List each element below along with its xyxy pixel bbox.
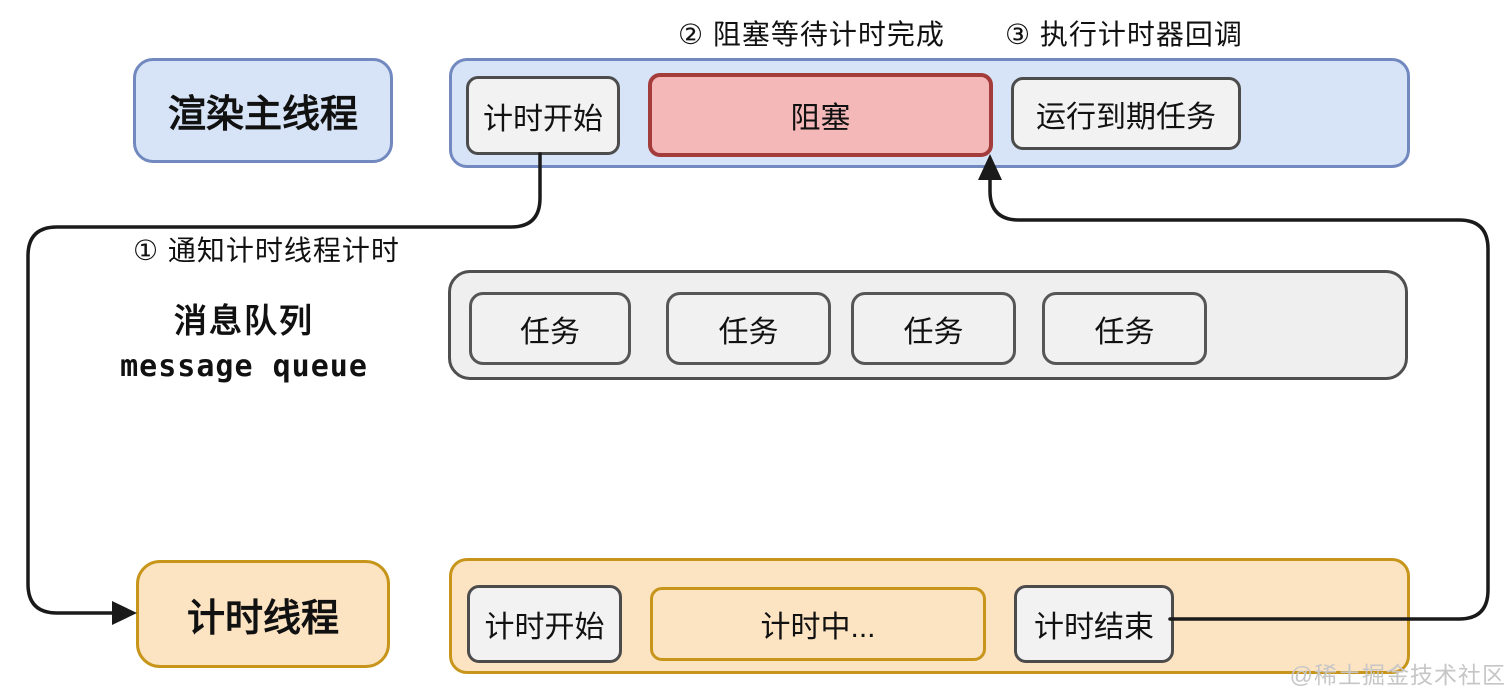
notify-timer-arrowhead-icon	[112, 601, 137, 625]
task-label-2: 任务	[718, 315, 779, 349]
watermark: @稀土掘金技术社区	[1289, 662, 1506, 688]
timer-thread-track: 计时开始 计时中... 计时结束	[449, 558, 1410, 674]
task-box-4: 任务	[1042, 292, 1207, 365]
message-queue-label-zh: 消息队列	[174, 302, 314, 339]
timer-end-label: 计时结束	[1034, 611, 1154, 644]
blocked-label: 阻塞	[790, 102, 851, 135]
run-expired-tasks-label: 运行到期任务	[1036, 100, 1216, 134]
task-box-2: 任务	[666, 292, 831, 365]
timer-thread-label: 计时线程	[136, 560, 390, 668]
task-label-4: 任务	[1094, 315, 1155, 349]
timing-start-label: 计时开始	[483, 102, 603, 136]
render-main-thread-track: 计时开始 阻塞 运行到期任务	[449, 58, 1410, 168]
render-main-thread-label: 渲染主线程	[133, 58, 393, 163]
blocked-box: 阻塞	[648, 73, 993, 157]
annotation-step2: ② 阻塞等待计时完成	[678, 19, 945, 50]
timing-in-progress-label: 计时中...	[760, 611, 876, 644]
task-box-1: 任务	[469, 292, 631, 365]
task-label-3: 任务	[903, 315, 964, 349]
timing-start-box: 计时开始	[466, 76, 620, 155]
timer-callback-connector-line	[988, 176, 1490, 621]
timer-end-box: 计时结束	[1014, 585, 1174, 663]
timer-start-label: 计时开始	[484, 611, 605, 644]
message-queue-track: 任务 任务 任务 任务	[448, 270, 1408, 380]
annotation-step3: ③ 执行计时器回调	[1005, 19, 1243, 50]
annotation-step1: ① 通知计时线程计时	[133, 235, 400, 266]
task-label-1: 任务	[520, 315, 580, 349]
timing-in-progress-box: 计时中...	[650, 587, 986, 661]
run-expired-tasks-box: 运行到期任务	[1011, 77, 1241, 150]
timer-start-box: 计时开始	[467, 585, 622, 663]
message-queue-label: 消息队列 message queue	[74, 294, 414, 384]
timer-thread-label-text: 计时线程	[186, 597, 339, 640]
message-queue-label-en: message queue	[120, 349, 368, 384]
task-box-3: 任务	[851, 292, 1016, 365]
render-main-thread-label-text: 渲染主线程	[167, 94, 358, 136]
